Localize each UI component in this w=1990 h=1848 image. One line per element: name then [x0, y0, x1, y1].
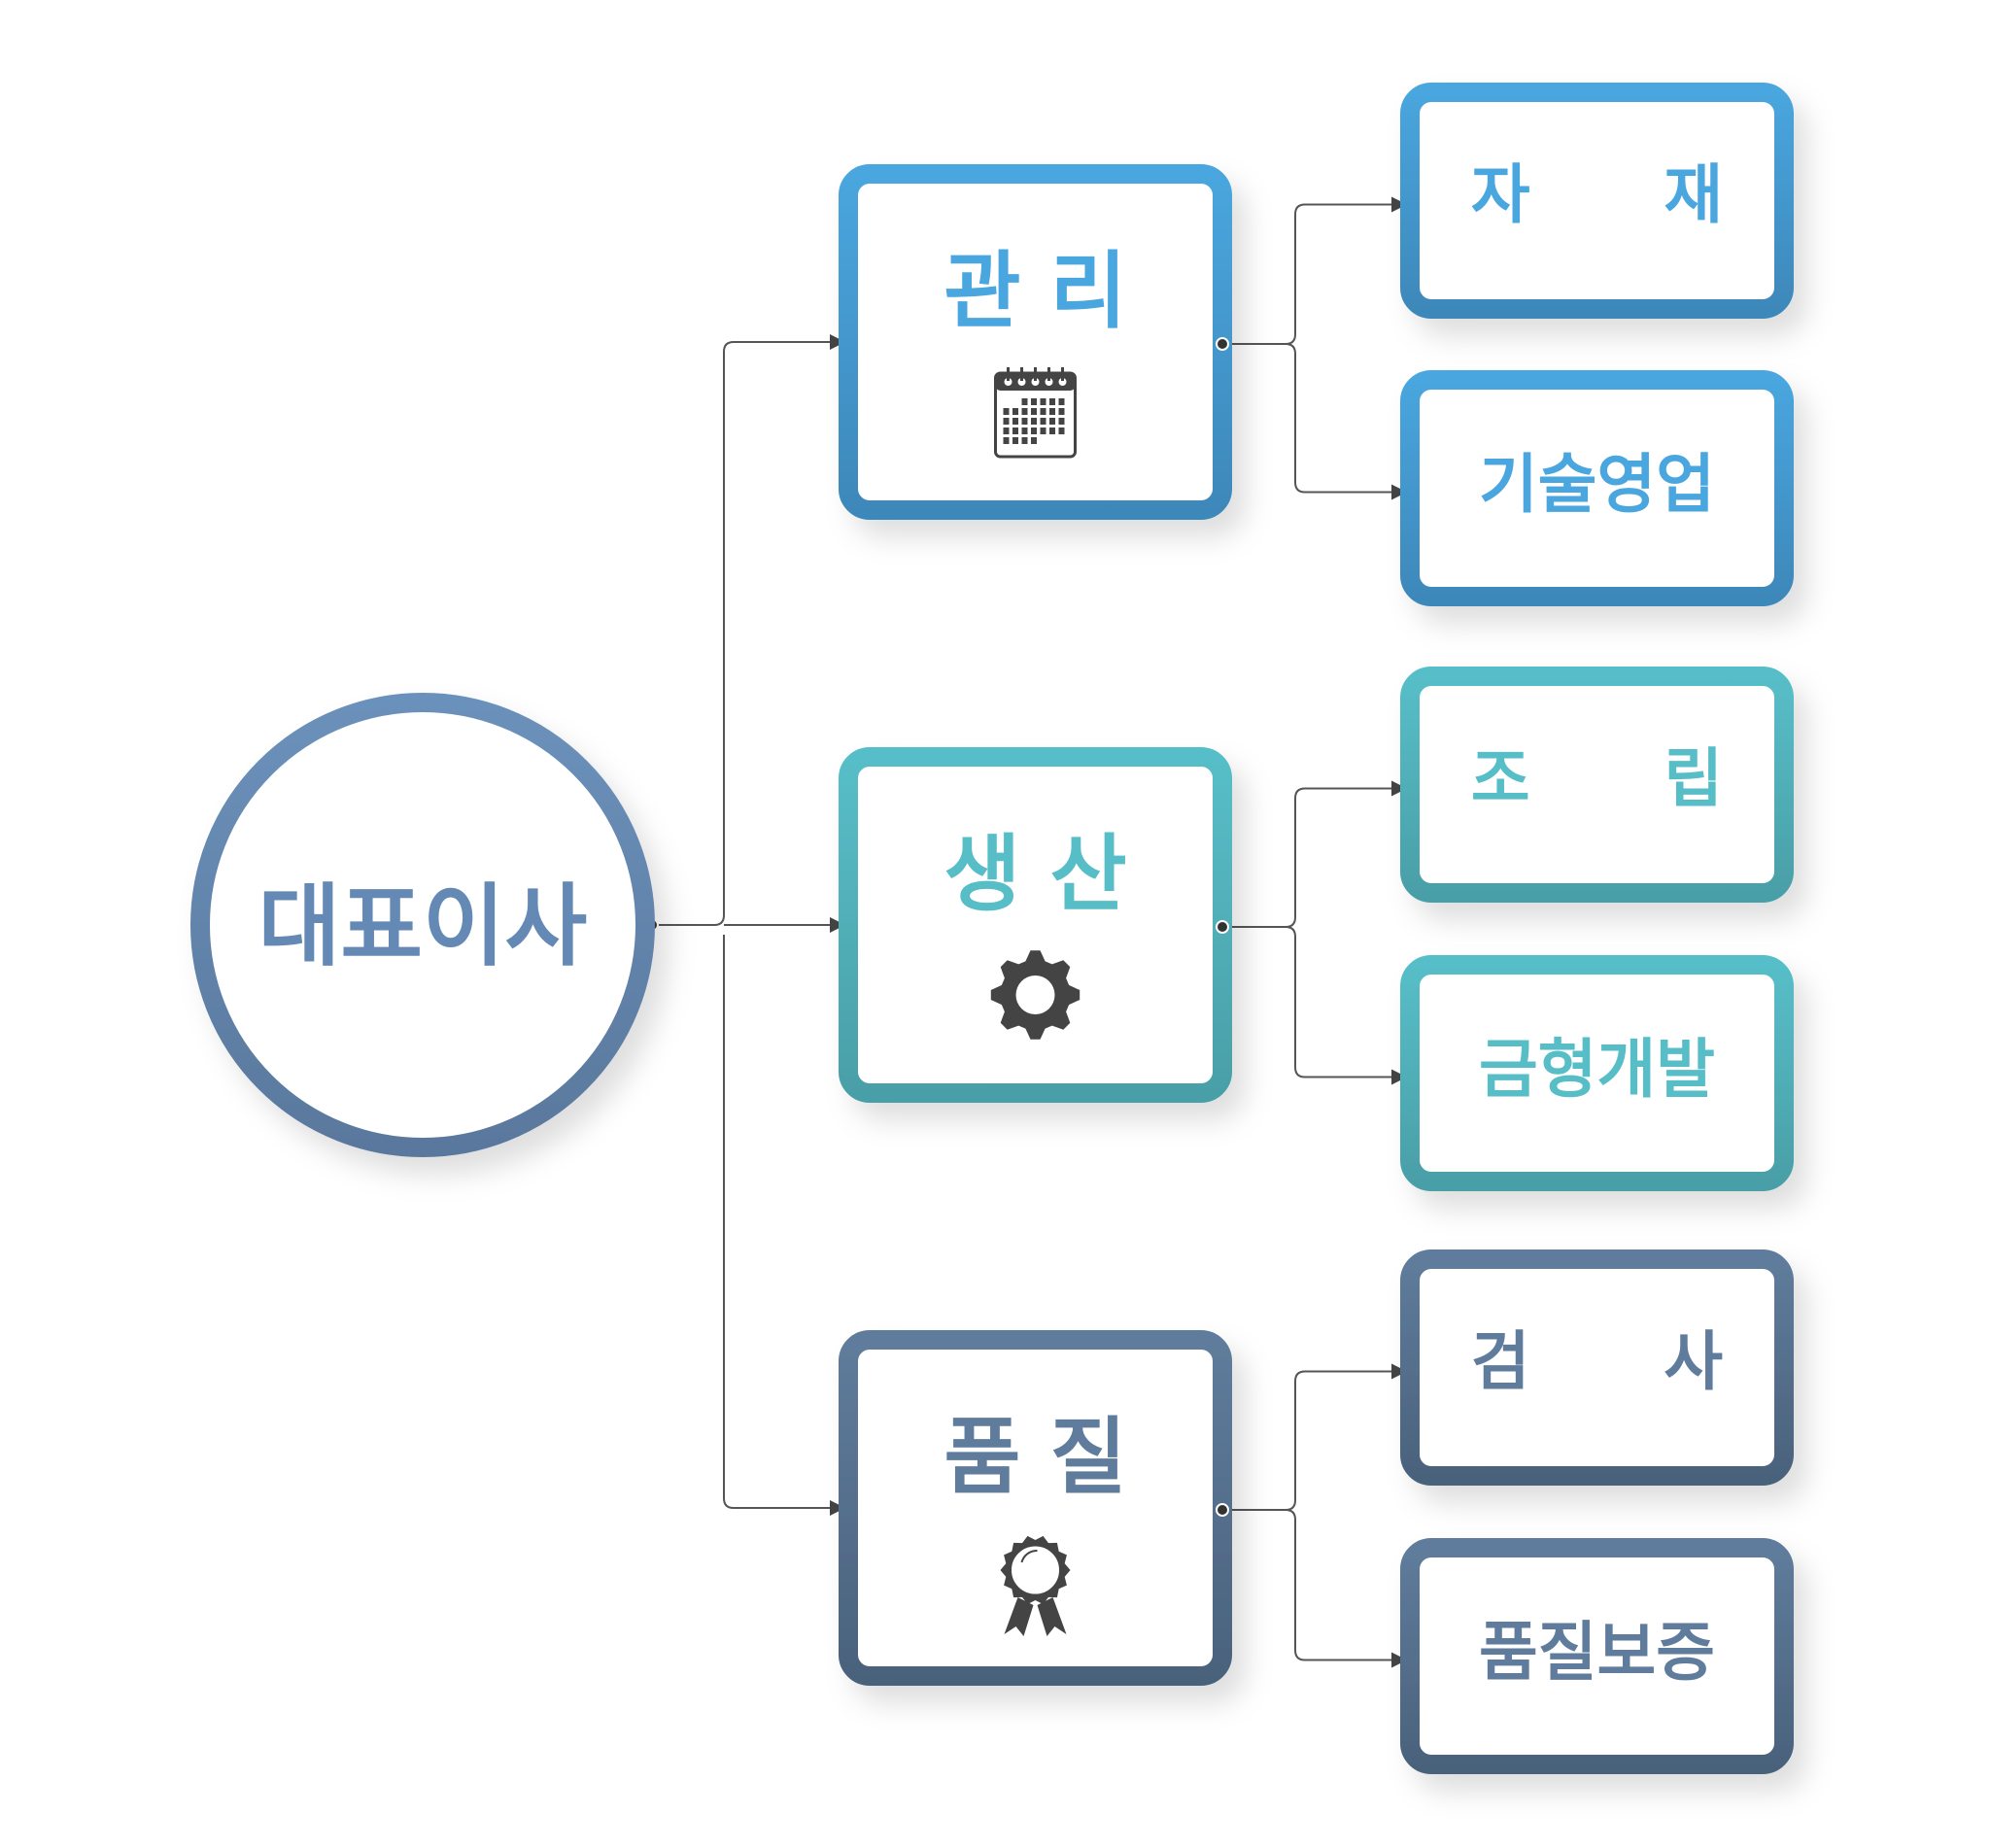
gear-icon — [990, 950, 1081, 1040]
sub-department[interactable]: 기술영업 — [1400, 370, 1794, 606]
department-box — [839, 164, 1232, 520]
branch-connector — [1285, 926, 1407, 1085]
branch-connector — [1285, 1509, 1407, 1668]
department-label: 관 리 — [944, 243, 1126, 340]
connectors — [652, 196, 1407, 1668]
branch-connector — [1222, 780, 1407, 928]
sub-department-box — [1400, 1249, 1794, 1486]
department-label: 품 질 — [944, 1409, 1126, 1506]
branch-connector — [1285, 343, 1407, 500]
sub-department-label: 금형개발 — [1479, 1032, 1715, 1107]
connector-dot — [1216, 920, 1229, 934]
sub-department[interactable]: 품질보증 — [1400, 1538, 1794, 1774]
branch-connector — [1222, 196, 1407, 345]
sub-department-label: 품질보증 — [1479, 1615, 1715, 1690]
connector-dot — [1216, 337, 1229, 351]
sub-department[interactable]: 자 재 — [1400, 83, 1794, 319]
sub-department-box — [1400, 370, 1794, 606]
root-trunk — [652, 334, 845, 926]
sub-department-box — [1400, 955, 1794, 1191]
sub-department[interactable]: 조 립 — [1400, 667, 1794, 903]
connector-dot — [1216, 1503, 1229, 1517]
sub-department-label: 검 사 — [1471, 1324, 1723, 1399]
sub-department-box — [1400, 1538, 1794, 1774]
root-label: 대표이사 — [258, 874, 588, 978]
department-management[interactable]: 관 리 — [839, 164, 1232, 520]
sub-department-box — [1400, 667, 1794, 903]
sub-department-label: 기술영업 — [1479, 447, 1715, 522]
department-box — [839, 1330, 1232, 1686]
department-production[interactable]: 생 산 — [839, 747, 1232, 1103]
sub-department[interactable]: 검 사 — [1400, 1249, 1794, 1486]
root-node[interactable] — [190, 693, 655, 1157]
calendar-icon — [994, 367, 1077, 459]
sub-department-label: 자 재 — [1471, 157, 1723, 232]
award-icon — [1000, 1535, 1071, 1636]
department-quality[interactable]: 품 질 — [839, 1330, 1232, 1686]
sub-department-box — [1400, 83, 1794, 319]
department-box — [839, 747, 1232, 1103]
branch-connector — [1222, 1363, 1407, 1511]
department-label: 생 산 — [944, 826, 1126, 923]
sub-department[interactable]: 금형개발 — [1400, 955, 1794, 1191]
sub-department-label: 조 립 — [1471, 741, 1723, 816]
root-to-quality — [723, 935, 845, 1516]
